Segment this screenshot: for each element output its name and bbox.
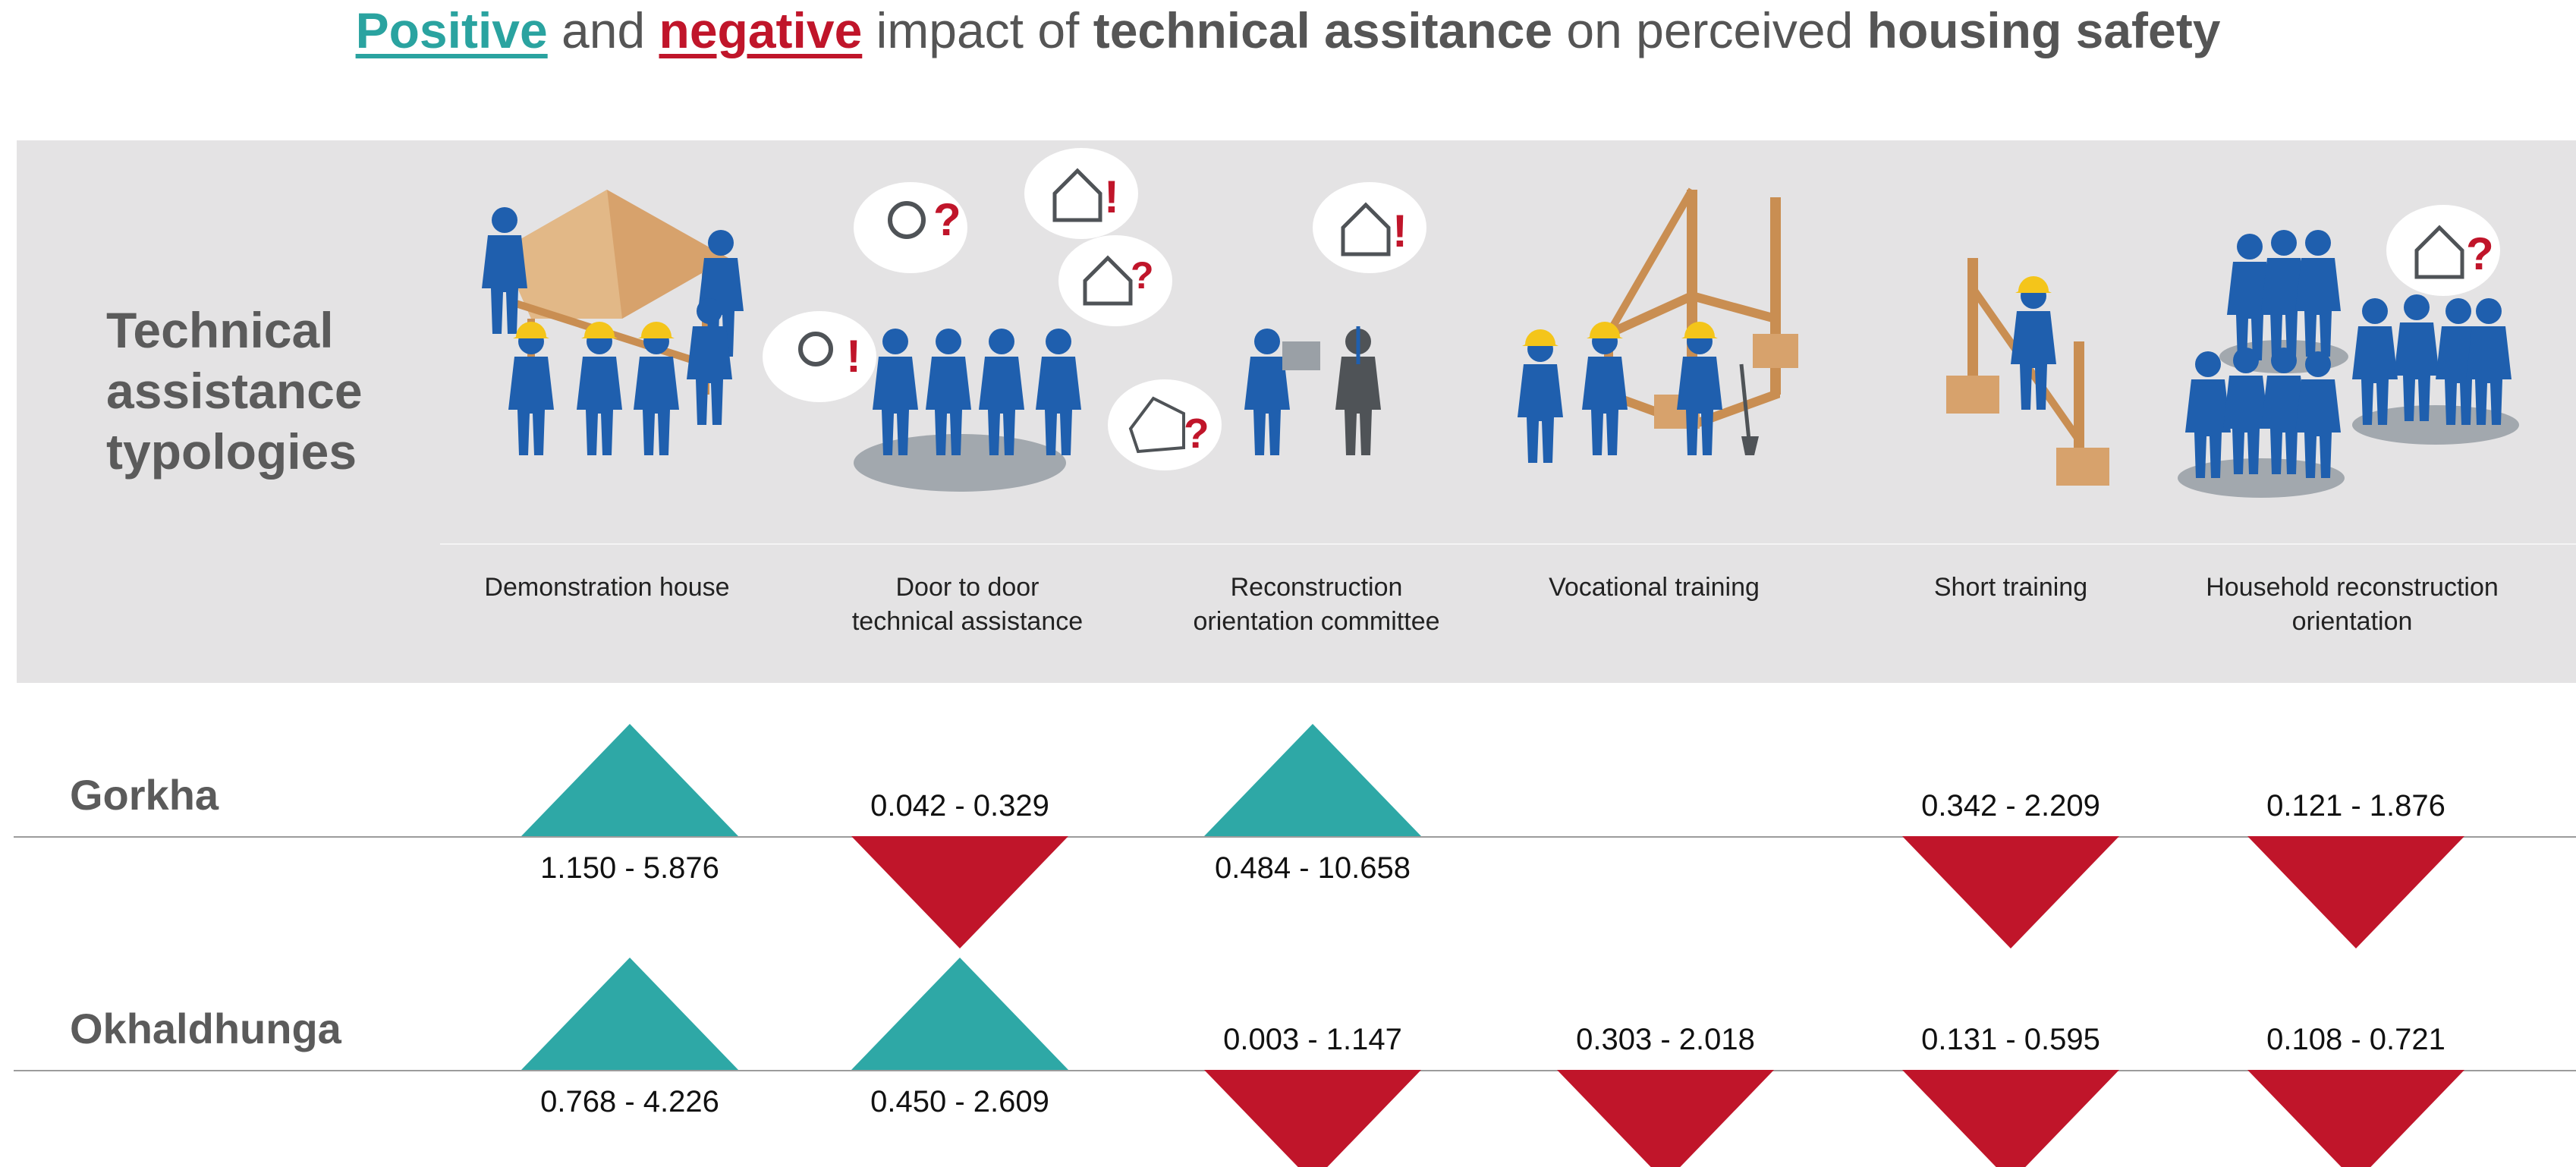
negative-impact-marker [1902, 836, 2119, 948]
title-technical-assistance: technical assitance [1093, 2, 1553, 58]
range-label: 0.131 - 0.595 [1921, 1023, 2100, 1056]
panel-divider [440, 543, 2576, 545]
typology-label-line: Household reconstruction [2206, 573, 2499, 602]
typologies-panel [17, 140, 2576, 683]
title-housing-safety: housing safety [1867, 2, 2221, 58]
gorkha-baseline [14, 836, 2576, 838]
typology-label-line: orientation [2291, 607, 2413, 636]
region-label-gorkha: Gorkha [70, 771, 219, 819]
range-label: 1.150 - 5.876 [540, 851, 719, 885]
typology-label-line: Demonstration house [484, 573, 730, 602]
typology-label-short-training: Short training [1836, 571, 2185, 605]
positive-impact-marker [851, 958, 1068, 1070]
typology-label-door-to-door: Door to door technical assistance [793, 571, 1142, 639]
title-and: and [547, 2, 659, 58]
range-label: 0.042 - 0.329 [870, 789, 1049, 823]
typology-label-line: Door to door [895, 573, 1040, 602]
typology-label-line: Vocational training [1549, 573, 1760, 602]
svg-text:?: ? [2466, 228, 2494, 279]
negative-impact-marker [851, 836, 1068, 948]
svg-text:?: ? [1184, 410, 1209, 457]
range-label: 0.003 - 1.147 [1223, 1023, 1402, 1056]
negative-impact-marker [2247, 836, 2464, 948]
typologies-heading-line: assistance [106, 363, 363, 419]
vocational-training-icon [1518, 187, 1798, 463]
title-negative: negative [659, 2, 863, 58]
range-label: 0.342 - 2.209 [1921, 789, 2100, 823]
typology-label-line: Short training [1933, 573, 2088, 602]
svg-text:!: ! [1392, 206, 1408, 256]
negative-impact-marker [2247, 1070, 2464, 1167]
negative-impact-marker [1557, 1070, 1774, 1167]
title-on-perceived: on perceived [1552, 2, 1867, 58]
range-label: 0.768 - 4.226 [540, 1085, 719, 1118]
svg-text:!: ! [846, 331, 861, 382]
door-to-door-icon: ? ! ? ! ? [763, 148, 1222, 492]
negative-impact-marker [1902, 1070, 2119, 1167]
range-label: 0.450 - 2.609 [870, 1085, 1049, 1118]
negative-impact-marker [1204, 1070, 1421, 1167]
typology-label-vocational-training: Vocational training [1480, 571, 1829, 605]
figure-title: Positive and negative impact of technica… [0, 0, 2576, 61]
range-label: 0.121 - 1.876 [2266, 789, 2445, 823]
region-label-okhaldhunga: Okhaldhunga [70, 1005, 341, 1052]
svg-text:!: ! [1104, 171, 1119, 222]
short-training-icon [1946, 258, 2109, 486]
title-positive: Positive [355, 2, 548, 58]
orientation-committee-icon: ! [1244, 182, 1426, 455]
svg-text:?: ? [933, 194, 961, 245]
household-orientation-icon: ? [2178, 205, 2519, 498]
positive-impact-marker [521, 724, 738, 836]
demonstration-house-icon [482, 190, 744, 455]
typology-label-line: orientation committee [1193, 607, 1440, 636]
typology-illustrations: ? ! ? ! ? ! [482, 148, 2519, 498]
range-label: 0.484 - 10.658 [1215, 851, 1411, 885]
svg-text:?: ? [1131, 254, 1154, 297]
typology-label-demonstration-house: Demonstration house [432, 571, 782, 605]
typologies-heading: Technical assistance typologies [106, 300, 425, 482]
typology-label-household-orientation: Household reconstruction orientation [2178, 571, 2527, 639]
typologies-heading-line: Technical [106, 302, 334, 358]
range-label: 0.108 - 0.721 [2266, 1023, 2445, 1056]
positive-impact-marker [521, 958, 738, 1070]
title-impact-of: impact of [862, 2, 1093, 58]
typology-label-orientation-committee: Reconstruction orientation committee [1142, 571, 1491, 639]
positive-impact-marker [1204, 724, 1421, 836]
typologies-heading-line: typologies [106, 423, 357, 480]
typology-label-line: Reconstruction [1230, 573, 1403, 602]
typology-label-line: technical assistance [851, 607, 1084, 636]
range-label: 0.303 - 2.018 [1576, 1023, 1755, 1056]
